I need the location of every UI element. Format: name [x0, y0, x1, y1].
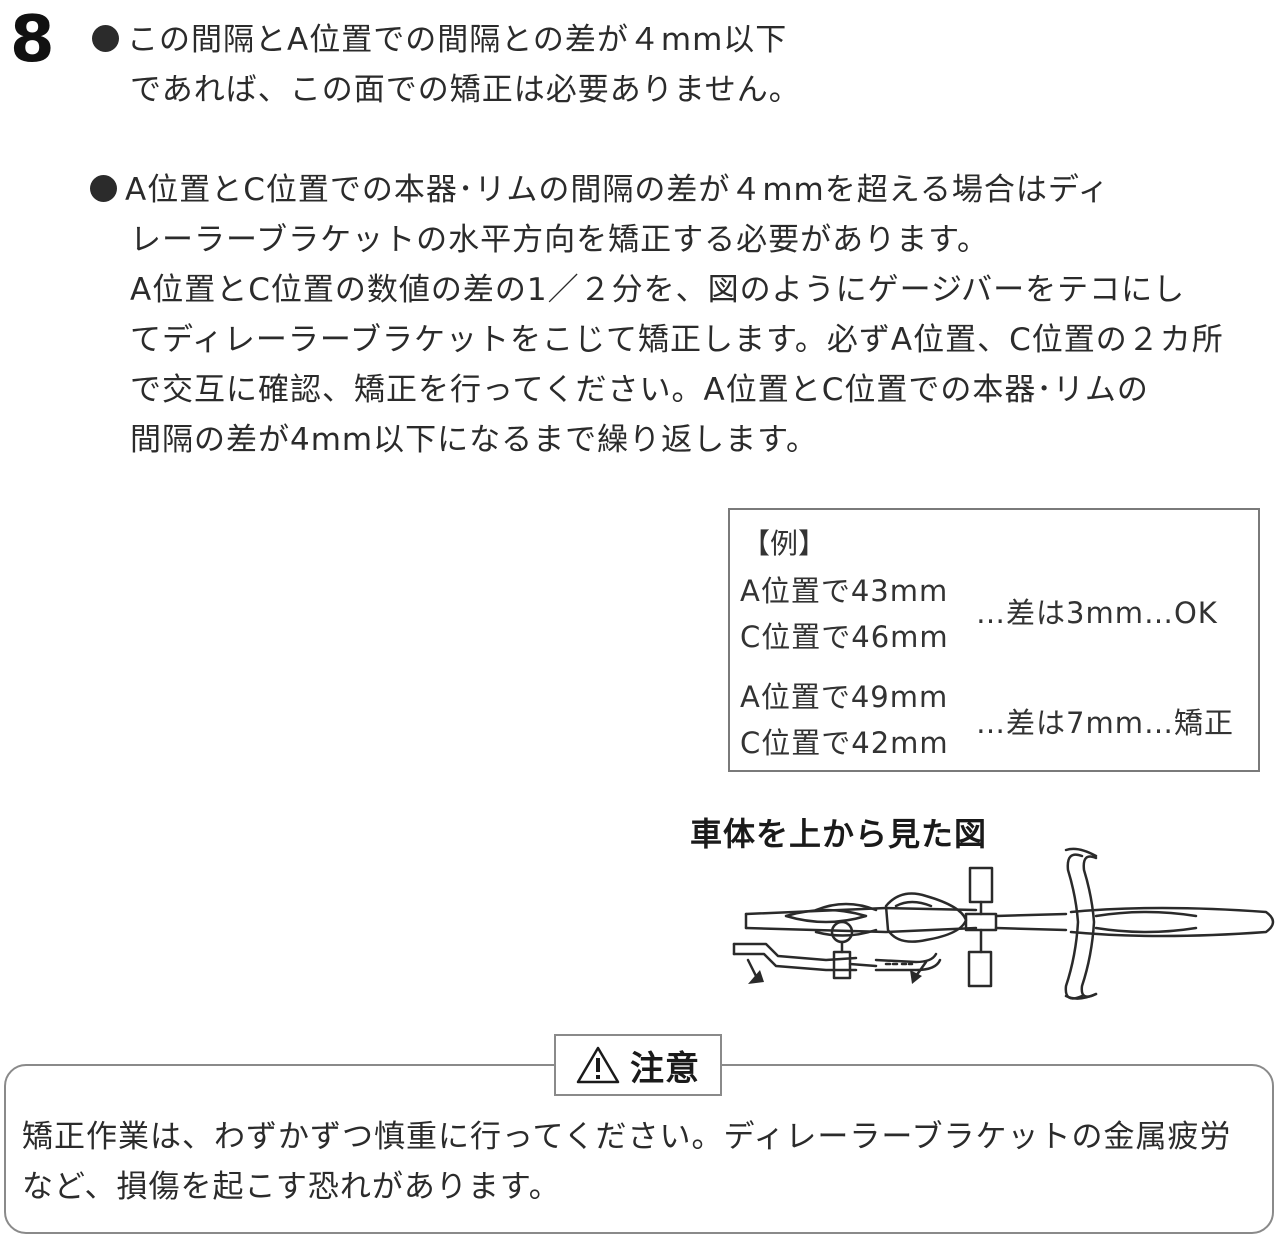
caution-line-2: など、損傷を起こす恐れがあります。 — [22, 1169, 561, 1205]
step-number: 8 — [10, 3, 55, 77]
bullet-2-line-4: てディレーラーブラケットをこじて矯正します。必ずA位置、C位置の２カ所 — [130, 322, 1224, 358]
example-1-a-value: A位置で43mm — [740, 574, 949, 608]
example-2-result: …差は7mm…矯正 — [976, 706, 1234, 740]
caution-label-text: 注意 — [630, 1048, 700, 1089]
caution-label: 注意 — [554, 1034, 722, 1096]
instruction-bullet-1: この間隔とA位置での間隔との差が４mm以下 であれば、この面での矯正は必要ありま… — [92, 15, 801, 115]
example-2-c-value: C位置で42mm — [740, 726, 949, 760]
example-title: 【例】 — [742, 527, 827, 560]
bullet-2-line-6: 間隔の差が4mm以下になるまで繰り返します。 — [130, 422, 819, 458]
bullet-2-line-2: レーラーブラケットの水平方向を矯正する必要があります。 — [130, 222, 990, 258]
bullet-2-line-1: A位置とC位置での本器･リムの間隔の差が４mmを超える場合はディ — [90, 165, 1224, 215]
bullet-1-line-2: であれば、この面での矯正は必要ありません。 — [130, 72, 801, 108]
warning-triangle-icon — [576, 1046, 620, 1084]
instruction-bullet-2: A位置とC位置での本器･リムの間隔の差が４mmを超える場合はディ レーラーブラケ… — [90, 165, 1224, 465]
caution-text: 矯正作業は、わずかずつ慎重に行ってください。ディレーラーブラケットの金属疲労 な… — [22, 1112, 1232, 1212]
caution-line-1: 矯正作業は、わずかずつ慎重に行ってください。ディレーラーブラケットの金属疲労 — [22, 1119, 1232, 1155]
diagram-caption: 車体を上から見た図 — [690, 815, 988, 853]
example-1-c-value: C位置で46mm — [740, 620, 949, 654]
example-1-result: …差は3mm…OK — [976, 596, 1218, 630]
bullet-2-line-5: で交互に確認、矯正を行ってください。A位置とC位置での本器･リムの — [130, 372, 1149, 408]
example-box: 【例】 A位置で43mm C位置で46mm …差は3mm…OK A位置で49mm… — [728, 508, 1260, 772]
bullet-1-line-1: この間隔とA位置での間隔との差が４mm以下 — [92, 15, 801, 65]
bullet-dot-icon — [92, 25, 119, 52]
bullet-2-line-3: A位置とC位置の数値の差の1／２分を、図のようにゲージバーをテコにし — [130, 272, 1186, 308]
bicycle-top-view-diagram — [732, 847, 1275, 1000]
example-2-a-value: A位置で49mm — [740, 680, 949, 714]
bullet-dot-icon — [90, 175, 117, 202]
